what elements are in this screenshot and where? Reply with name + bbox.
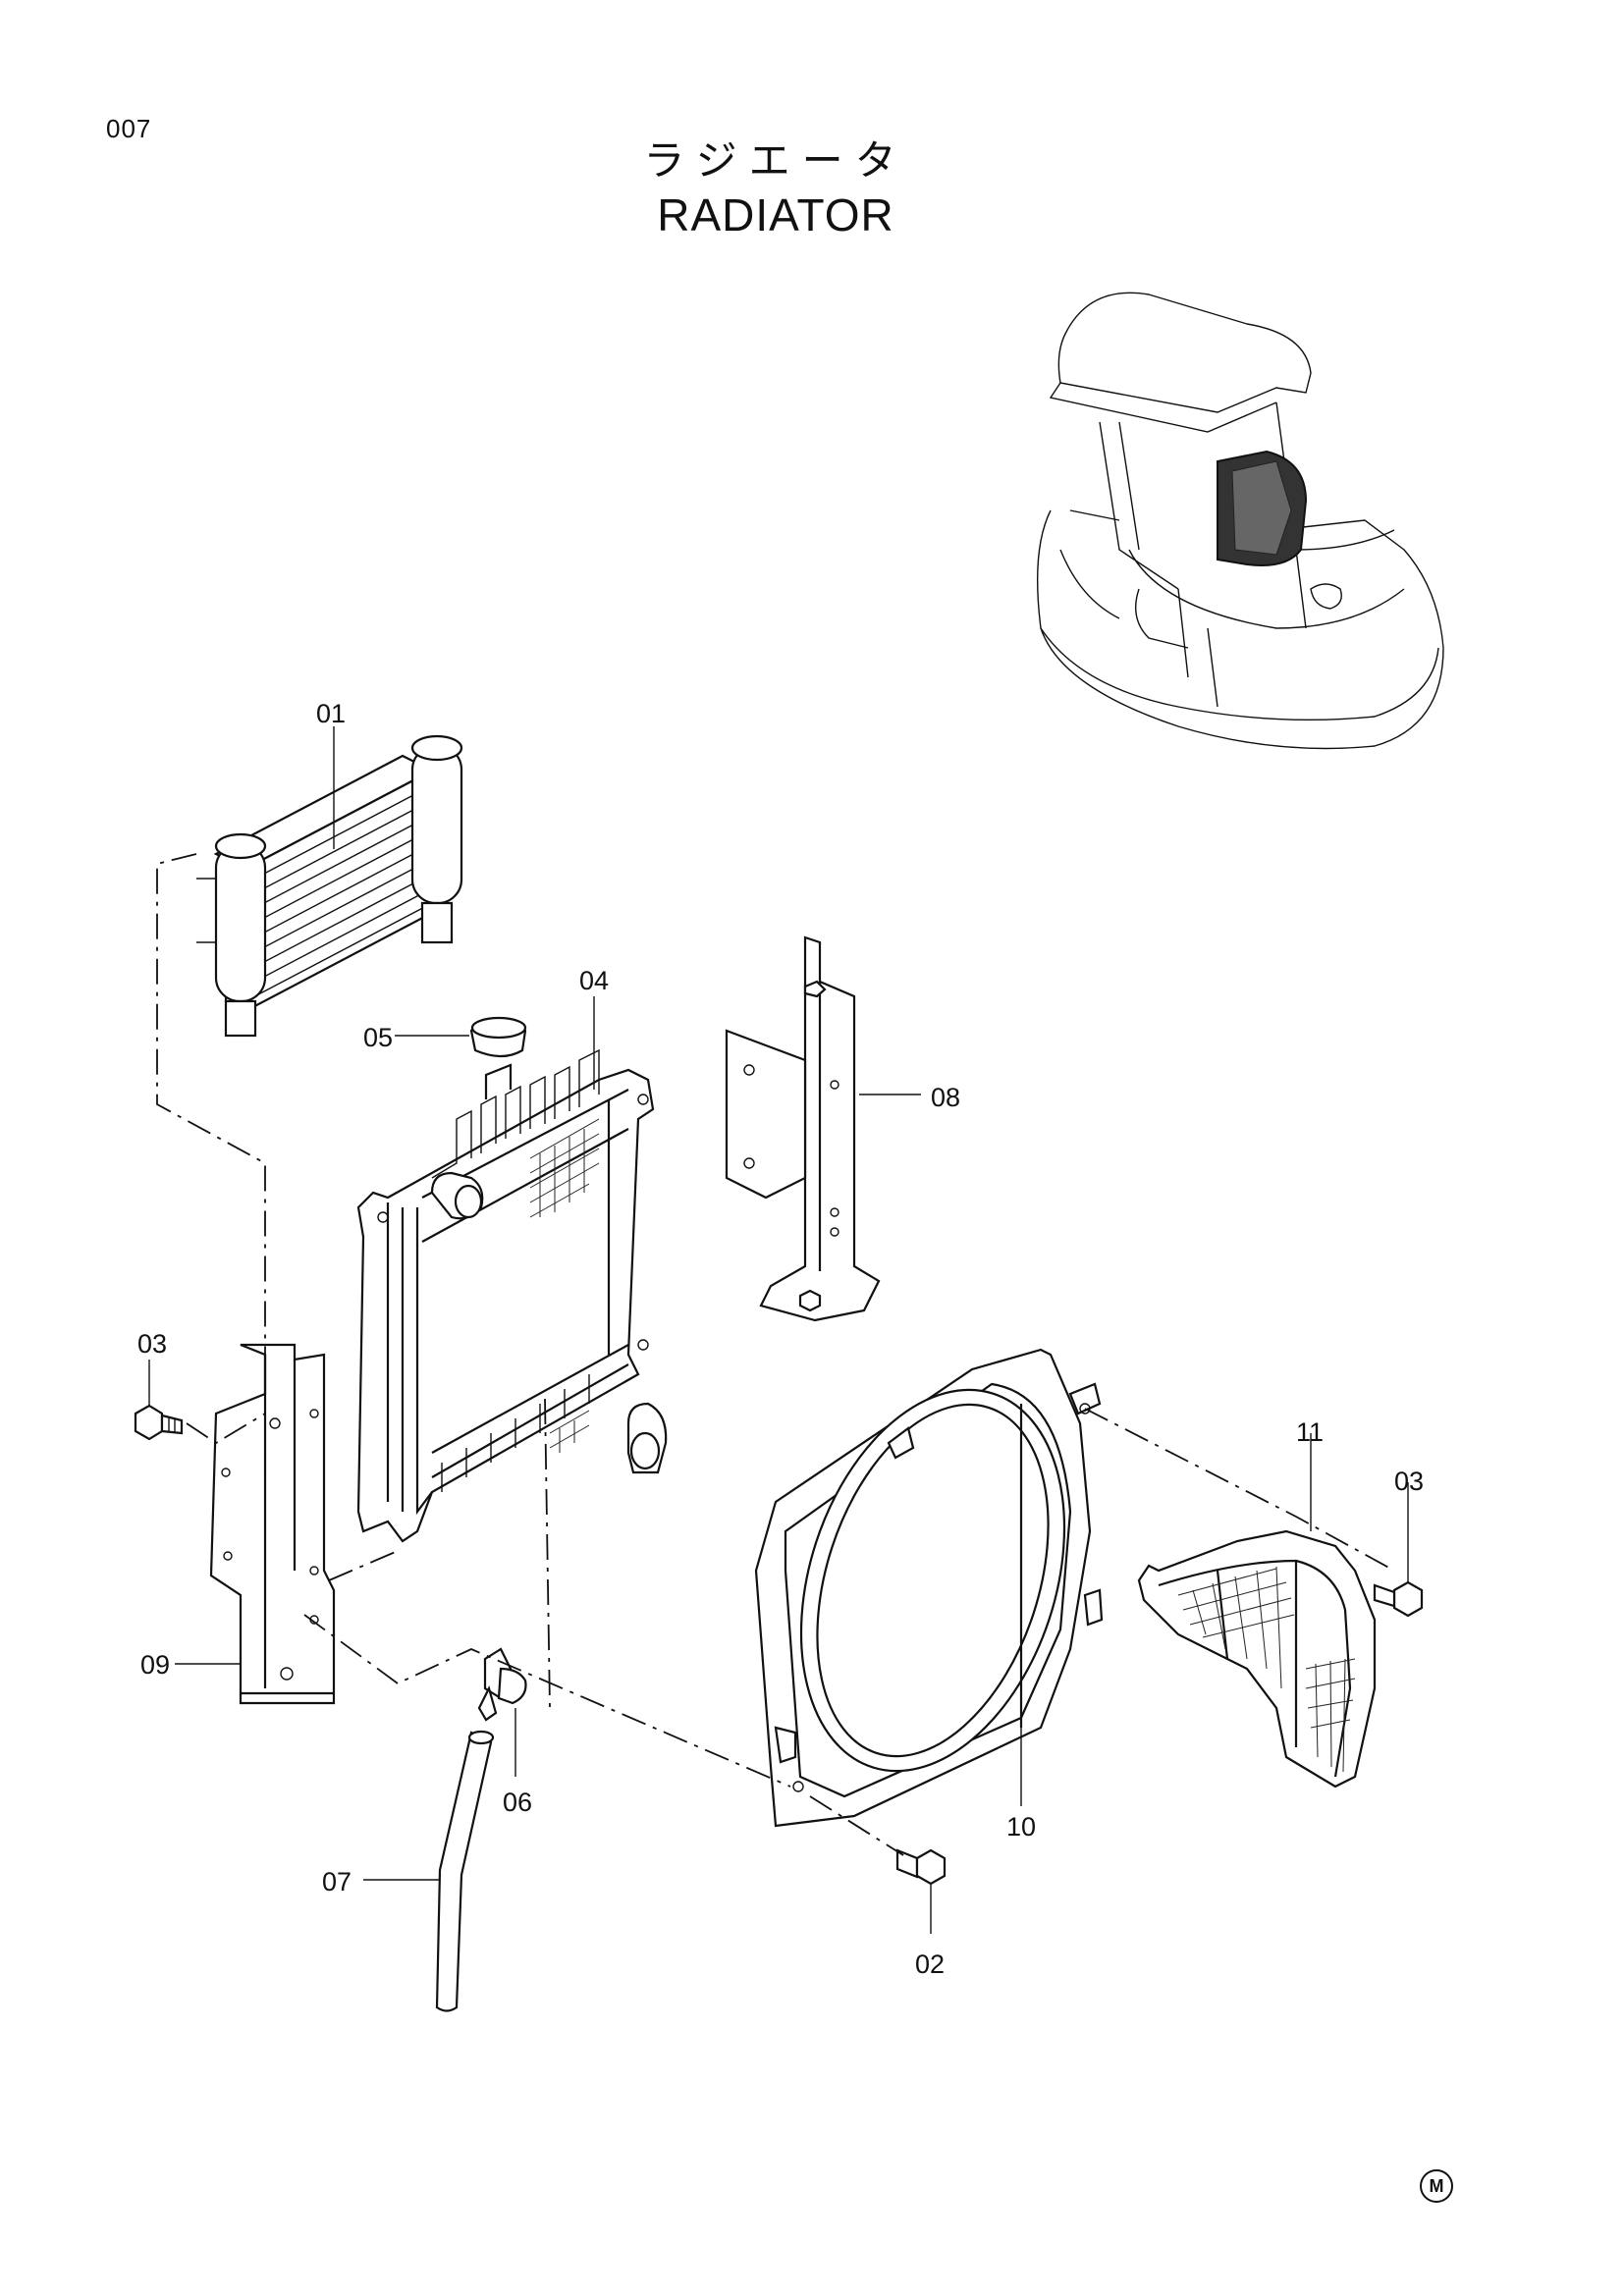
page-title-english: RADIATOR [657,189,894,240]
callout-06: 06 [503,1788,532,1817]
callout-04: 04 [579,966,609,995]
callout-05: 05 [363,1023,393,1052]
hose-part-07 [435,1730,495,2012]
drain-cock-part-06 [477,1647,527,1722]
radiator-cap-part-05 [469,1016,527,1058]
bracket-part-08 [725,935,881,1322]
callout-leader-lines [148,726,1409,1934]
machine-overview-drawing [1036,292,1444,750]
callout-08: 08 [931,1083,960,1112]
callout-09: 09 [140,1650,170,1680]
bolt-part-03-right [1373,1580,1424,1618]
bracket-part-09 [209,1343,336,1705]
callout-03-left: 03 [137,1329,167,1359]
page-number: 007 [106,114,152,143]
callout-01: 01 [316,699,346,728]
radiator-part-04 [356,1048,668,1543]
page-title-japanese: ラジエータ [643,136,908,185]
bolt-part-03-left [134,1404,184,1441]
callout-02: 02 [915,1949,945,1979]
callout-03-right: 03 [1394,1467,1424,1496]
oil-cooler-part-01 [196,734,463,1038]
callout-07: 07 [322,1867,352,1896]
fan-shroud-part-10 [754,1348,1104,1828]
callout-10: 10 [1006,1812,1036,1842]
assembly-center-lines [156,853,1395,1856]
manufacturer-mark: M [1420,2169,1453,2203]
bolt-part-02 [895,1848,947,1886]
fan-guard-part-11 [1137,1529,1377,1789]
callout-11: 11 [1296,1417,1324,1447]
